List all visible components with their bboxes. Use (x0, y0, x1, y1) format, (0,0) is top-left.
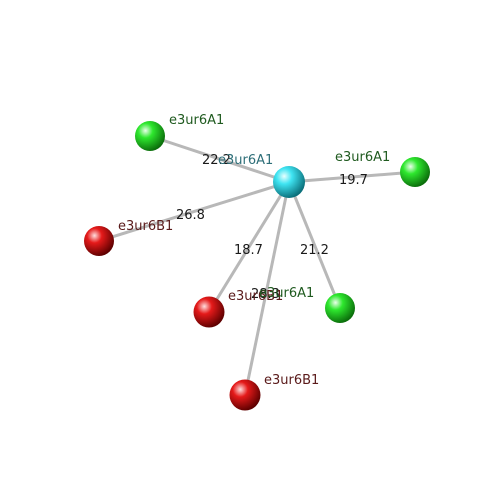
distance-n4: 18.7 (234, 243, 263, 258)
node-n4[interactable] (193, 296, 225, 328)
distance-n5: 21.2 (300, 243, 329, 258)
node-label-n4: e3ur6B1 (228, 289, 283, 304)
bond-n2 (288, 170, 416, 184)
node-n6[interactable] (229, 379, 261, 411)
node-label-n1: e3ur6A1 (169, 113, 224, 128)
node-n1[interactable] (135, 121, 165, 151)
distance-labels: 22.2 19.7 26.8 18.7 21.2 28.3 (176, 153, 368, 302)
center-node-label: e3ur6A1 (218, 153, 273, 168)
node-labels: e3ur6A1 e3ur6A1 e3ur6B1 e3ur6B1 e3ur6A1 … (118, 113, 390, 388)
nodes (84, 121, 430, 411)
node-label-n5: e3ur6A1 (259, 286, 314, 301)
distance-n6: 28.3 (251, 287, 280, 302)
bond-n4 (207, 181, 291, 313)
node-n3[interactable] (84, 226, 114, 256)
node-label-n3: e3ur6B1 (118, 219, 173, 234)
distance-n1: 22.2 (202, 153, 231, 168)
center-node[interactable] (273, 166, 305, 198)
bond-n6 (243, 181, 291, 396)
bonds (98, 134, 416, 396)
distance-n2: 19.7 (339, 173, 368, 188)
distance-n3: 26.8 (176, 208, 205, 223)
node-n5[interactable] (325, 293, 355, 323)
bond-n1 (149, 134, 290, 184)
bond-n5 (287, 181, 342, 309)
bond-n3 (98, 180, 290, 243)
node-label-n6: e3ur6B1 (264, 373, 319, 388)
node-n2[interactable] (400, 157, 430, 187)
node-label-n2: e3ur6A1 (335, 150, 390, 165)
